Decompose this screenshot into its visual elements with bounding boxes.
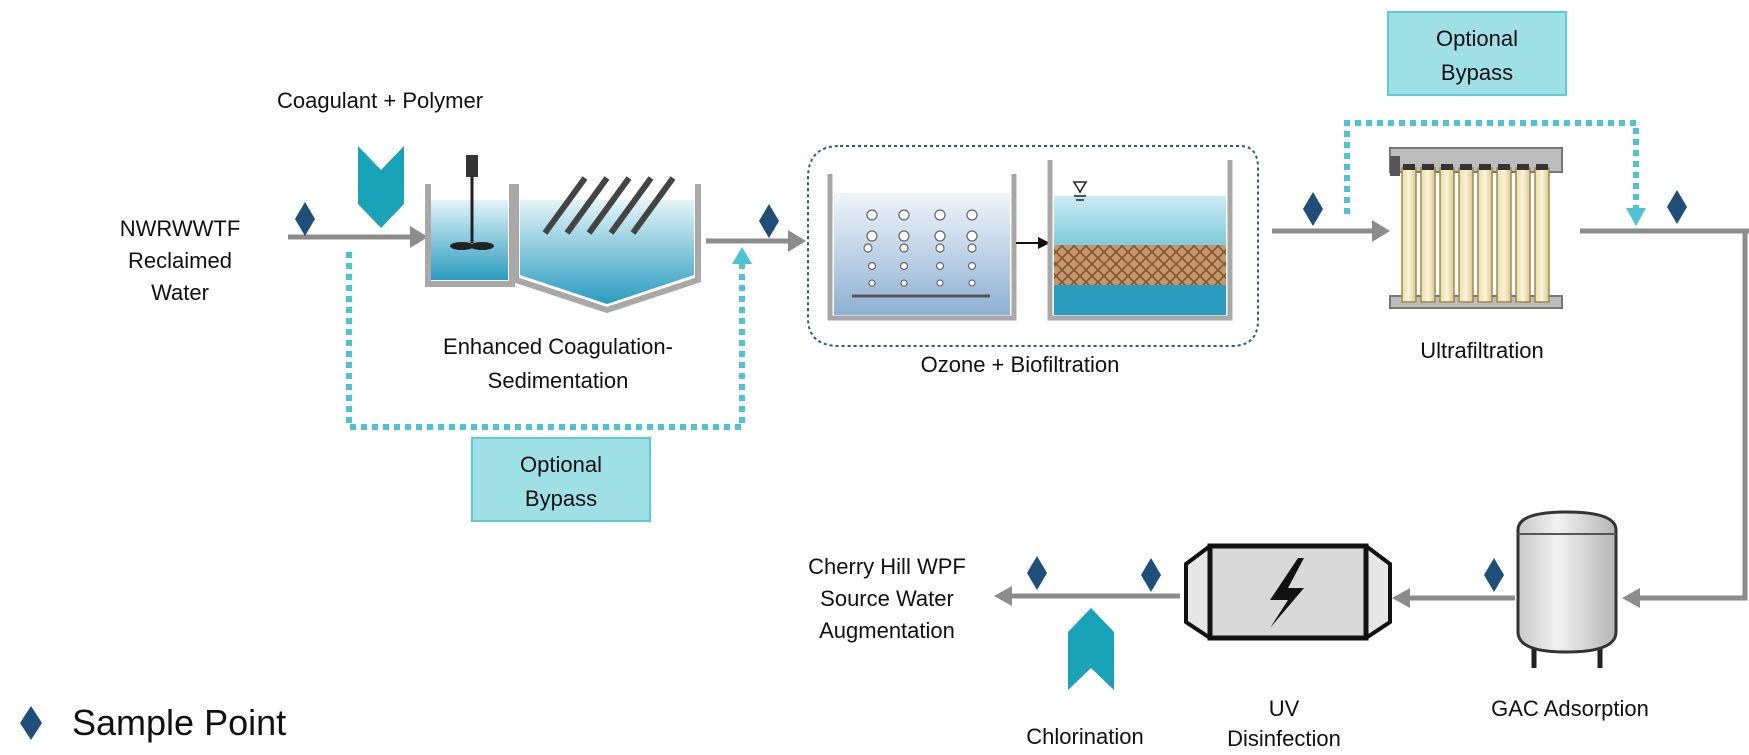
main-pipe-top <box>288 228 1749 601</box>
svg-text:Source Water: Source Water <box>820 586 954 611</box>
svg-text:Reclaimed: Reclaimed <box>128 248 232 273</box>
main-pipe-bottom <box>1000 593 1515 601</box>
sample-point-icon <box>1027 556 1047 590</box>
chlorination-label: Chlorination <box>1026 724 1143 749</box>
sample-point-icon <box>1484 558 1504 592</box>
sample-point-icon <box>1667 190 1687 224</box>
sample-point-icon <box>295 202 315 236</box>
optional-bypass-box-2: Optional Bypass <box>1387 11 1567 96</box>
coag-sed-label: Enhanced Coagulation- Sedimentation <box>443 334 673 393</box>
uv-label: UV Disinfection <box>1227 696 1341 751</box>
svg-text:Augmentation: Augmentation <box>819 618 955 643</box>
legend-sample-point-label: Sample Point <box>72 702 287 743</box>
bypass-line-2 <box>1344 120 1639 214</box>
gac-label: GAC Adsorption <box>1491 696 1649 721</box>
svg-text:Bypass: Bypass <box>525 486 597 511</box>
coagulation-tank <box>425 155 701 314</box>
svg-text:Disinfection: Disinfection <box>1227 726 1341 751</box>
uv-disinfection-unit <box>1184 543 1392 641</box>
sample-point-icon <box>1303 192 1323 226</box>
gac-adsorption-vessel <box>1516 510 1618 668</box>
svg-text:Enhanced Coagulation-: Enhanced Coagulation- <box>443 334 673 359</box>
bypass-2-arrowhead <box>1626 208 1646 226</box>
svg-text:Cherry Hill WPF: Cherry Hill WPF <box>808 554 966 579</box>
destination-label: Cherry Hill WPF Source Water Augmentatio… <box>808 554 966 643</box>
svg-text:UV: UV <box>1269 696 1300 721</box>
lightning-bolt-icon <box>1270 558 1304 628</box>
chemical-injection-icon <box>358 146 404 228</box>
bypass-line-1 <box>346 252 745 430</box>
svg-text:Optional: Optional <box>520 452 602 477</box>
svg-text:Bypass: Bypass <box>1441 60 1513 85</box>
ozone-biofiltration-unit <box>807 145 1259 347</box>
chemical-injection-icon <box>1068 608 1114 690</box>
svg-text:Optional: Optional <box>1436 26 1518 51</box>
ultrafiltration-label: Ultrafiltration <box>1420 338 1543 363</box>
legend: Sample Point <box>20 702 286 744</box>
svg-text:Water: Water <box>151 280 209 305</box>
sample-point-icon <box>1141 558 1161 592</box>
bypass-1-arrowhead <box>732 247 752 264</box>
sample-point-icon <box>20 706 42 740</box>
optional-bypass-box-1: Optional Bypass <box>471 437 651 522</box>
sample-point-icon <box>759 204 779 238</box>
svg-text:NWRWWTF: NWRWWTF <box>120 216 241 241</box>
coagulant-label: Coagulant + Polymer <box>277 88 483 113</box>
ultrafiltration-unit <box>1389 147 1563 309</box>
svg-text:Sedimentation: Sedimentation <box>488 368 629 393</box>
ozone-biofiltration-label: Ozone + Biofiltration <box>921 352 1120 377</box>
source-label: NWRWWTF Reclaimed Water <box>120 216 241 305</box>
